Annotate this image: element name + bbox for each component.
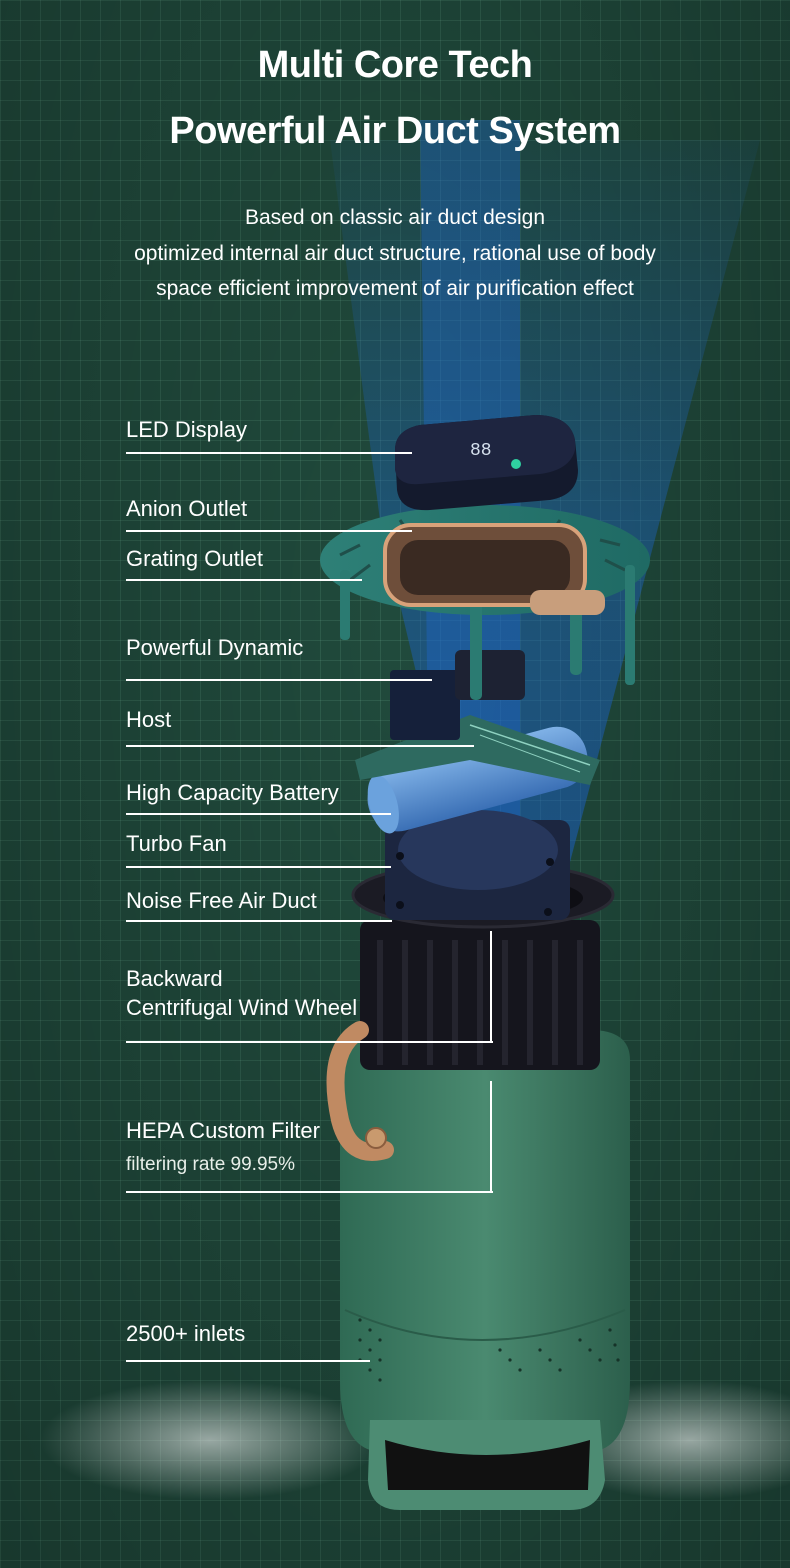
- callout-line-led-display: [126, 452, 412, 454]
- callout-line-battery: [126, 813, 391, 815]
- callout-centrifugal-wind-wheel: Backward Centrifugal Wind Wheel: [126, 964, 357, 1022]
- callout-vline-hepa-filter: [490, 1081, 492, 1193]
- callout-line-host: [126, 745, 474, 747]
- callout-turbo-fan: Turbo Fan: [126, 831, 227, 856]
- callout-grating-outlet: Grating Outlet: [126, 546, 263, 571]
- subtitle-line-1: Based on classic air duct design: [245, 206, 545, 229]
- subtitle-line-2: optimized internal air duct structure, r…: [134, 241, 656, 265]
- callout-line-wind-wheel: [126, 1041, 493, 1043]
- callout-battery: High Capacity Battery: [126, 780, 339, 805]
- callout-hepa-filter-rate: filtering rate 99.95%: [126, 1154, 295, 1175]
- callout-wind-wheel-line-1: Backward: [126, 966, 223, 991]
- callout-led-display: LED Display: [126, 417, 248, 442]
- title-line-2: Powerful Air Duct System: [169, 110, 621, 152]
- callout-powerful-dynamic: Powerful Dynamic: [126, 635, 304, 660]
- title-line-1: Multi Core Tech: [257, 44, 533, 86]
- subtitle-line-3: space efficient improvement of air purif…: [156, 277, 634, 300]
- callout-line-noise-free-air-duct: [126, 920, 392, 922]
- callout-line-inlets: [126, 1360, 370, 1362]
- callout-line-anion-outlet: [126, 530, 412, 532]
- callout-wind-wheel-line-2: Centrifugal Wind Wheel: [126, 995, 358, 1020]
- svg-text:88: 88: [470, 441, 492, 461]
- callout-line-grating-outlet: [126, 579, 362, 581]
- callout-line-turbo-fan: [126, 866, 391, 868]
- callout-line-powerful-dynamic: [126, 679, 432, 681]
- callout-noise-free-air-duct: Noise Free Air Duct: [126, 888, 317, 913]
- subtitle: Based on classic air duct design optimiz…: [0, 200, 790, 307]
- callout-inlets: 2500+ inlets: [126, 1321, 246, 1346]
- callout-hepa-filter: HEPA Custom Filter: [126, 1118, 320, 1143]
- callout-anion-outlet: Anion Outlet: [126, 496, 248, 521]
- callout-line-hepa-filter: [126, 1191, 493, 1193]
- callout-vline-wind-wheel: [490, 931, 492, 1043]
- callout-host: Host: [126, 707, 172, 732]
